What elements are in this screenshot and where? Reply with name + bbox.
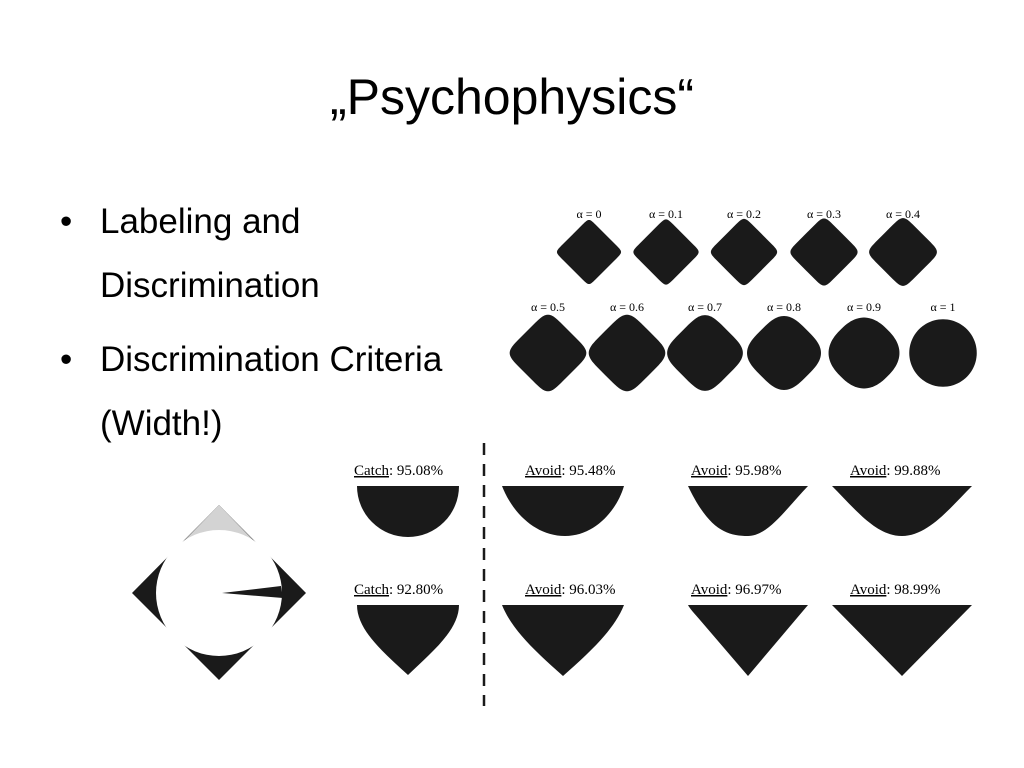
alpha-label: α = 0.4 bbox=[886, 207, 920, 221]
diamond-stimulus bbox=[132, 505, 306, 680]
bullet-dot-icon: • bbox=[60, 202, 73, 241]
morph-shape bbox=[633, 219, 699, 285]
bullet-text: Discrimination Criteria (Width!) bbox=[100, 340, 443, 443]
half-shape bbox=[357, 486, 459, 537]
half-shape bbox=[688, 486, 808, 536]
shape-row-1 bbox=[556, 218, 937, 286]
result-kind: Avoid bbox=[850, 463, 887, 479]
slide-title: „Psychophysics“ bbox=[330, 69, 694, 125]
result-label: Avoid: 96.03% bbox=[525, 582, 616, 598]
result-kind: Catch bbox=[354, 582, 389, 598]
morph-shape bbox=[667, 315, 743, 391]
result-value: : 99.88% bbox=[886, 463, 940, 479]
morph-shape bbox=[556, 219, 622, 285]
result-kind: Avoid bbox=[691, 463, 728, 479]
bullet-item: • Discrimination Criteria (Width!) bbox=[60, 328, 500, 456]
results-row-1: Catch: 95.08% Avoid: 95.48% Avoid: 95.98… bbox=[354, 463, 941, 479]
morph-shape bbox=[828, 317, 900, 389]
morph-shape bbox=[909, 319, 977, 387]
result-label: Avoid: 95.48% bbox=[525, 463, 616, 479]
result-value: : 98.99% bbox=[886, 582, 940, 598]
result-kind: Catch bbox=[354, 463, 389, 479]
alpha-row-1: α = 0 α = 0.1 α = 0.2 α = 0.3 α = 0.4 bbox=[576, 207, 920, 221]
alpha-label: α = 1 bbox=[930, 300, 955, 314]
half-shape bbox=[832, 605, 972, 676]
result-label: Catch: 92.80% bbox=[354, 582, 443, 598]
result-value: : 96.03% bbox=[561, 582, 615, 598]
result-kind: Avoid bbox=[525, 582, 562, 598]
alpha-label: α = 0.7 bbox=[688, 300, 722, 314]
alpha-row-2: α = 0.5 α = 0.6 α = 0.7 α = 0.8 α = 0.9 … bbox=[531, 300, 956, 314]
result-label: Catch: 95.08% bbox=[354, 463, 443, 479]
morph-shape bbox=[588, 314, 666, 392]
half-shape bbox=[832, 486, 972, 536]
results-row-2: Catch: 92.80% Avoid: 96.03% Avoid: 96.97… bbox=[354, 582, 941, 598]
alpha-label: α = 0.8 bbox=[767, 300, 801, 314]
pointer-wedge bbox=[222, 586, 283, 598]
result-label: Avoid: 99.88% bbox=[850, 463, 941, 479]
alpha-label: α = 0.5 bbox=[531, 300, 565, 314]
morph-shape bbox=[790, 218, 858, 286]
result-label: Avoid: 96.97% bbox=[691, 582, 782, 598]
bullet-item: • Labeling and Discrimination bbox=[60, 190, 500, 318]
morph-shape bbox=[710, 218, 778, 286]
morph-shape bbox=[509, 314, 587, 392]
result-shapes-row-1 bbox=[357, 486, 972, 537]
result-value: : 95.98% bbox=[727, 463, 781, 479]
result-kind: Avoid bbox=[850, 582, 887, 598]
alpha-label: α = 0.2 bbox=[727, 207, 761, 221]
alpha-label: α = 0.3 bbox=[807, 207, 841, 221]
result-label: Avoid: 98.99% bbox=[850, 582, 941, 598]
bullet-text: Labeling and Discrimination bbox=[100, 202, 320, 305]
result-value: : 95.08% bbox=[389, 463, 443, 479]
result-kind: Avoid bbox=[691, 582, 728, 598]
result-value: : 96.97% bbox=[727, 582, 781, 598]
result-value: : 92.80% bbox=[389, 582, 443, 598]
half-shape bbox=[357, 605, 459, 675]
alpha-label: α = 0.1 bbox=[649, 207, 683, 221]
shape-row-2 bbox=[509, 314, 977, 392]
morph-shape bbox=[869, 218, 937, 286]
alpha-label: α = 0.6 bbox=[610, 300, 644, 314]
occluder-circle bbox=[156, 530, 282, 656]
alpha-label: α = 0.9 bbox=[847, 300, 881, 314]
half-shape bbox=[502, 486, 624, 536]
result-shapes-row-2 bbox=[357, 605, 972, 676]
half-shape bbox=[502, 605, 624, 676]
bullet-dot-icon: • bbox=[60, 340, 73, 379]
half-shape bbox=[688, 605, 808, 676]
result-value: : 95.48% bbox=[561, 463, 615, 479]
result-label: Avoid: 95.98% bbox=[691, 463, 782, 479]
alpha-label: α = 0 bbox=[576, 207, 601, 221]
bullet-list: • Labeling and Discrimination • Discrimi… bbox=[60, 190, 500, 466]
morph-shape bbox=[747, 316, 821, 390]
result-kind: Avoid bbox=[525, 463, 562, 479]
